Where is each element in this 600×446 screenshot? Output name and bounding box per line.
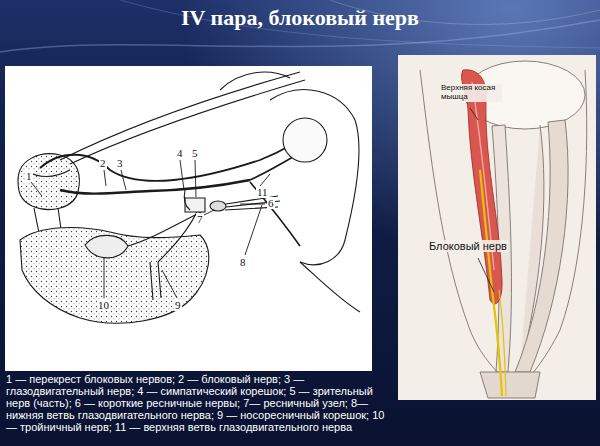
leader-line — [162, 270, 177, 298]
tendon-ring — [480, 372, 540, 398]
callout-number: 8 — [239, 256, 247, 268]
callout-number: 5 — [191, 147, 199, 159]
short-ciliary-nerves — [225, 196, 280, 210]
nasociliary-canal — [150, 262, 161, 300]
drawing-lines — [18, 72, 360, 323]
callout-number: 2 — [99, 157, 107, 169]
ciliary-ganglion — [210, 201, 226, 211]
trochlear-nerve — [480, 170, 502, 396]
skull-base — [20, 227, 209, 323]
muscle — [515, 120, 568, 372]
callout-number: 6 — [267, 197, 275, 209]
bone-outline — [220, 72, 360, 312]
callout-number: 4 — [176, 147, 184, 159]
leader-line — [104, 170, 106, 186]
part-label: Блоковый нерв — [428, 240, 508, 252]
callout-number: 1 — [25, 170, 33, 182]
trigeminal-branch — [128, 210, 205, 246]
optic-nerve-cut — [185, 198, 205, 212]
illustration-panel — [398, 55, 596, 400]
callout-number: 11 — [256, 186, 269, 198]
leader-line — [470, 108, 478, 120]
orbit-wall — [518, 70, 587, 388]
leader-line — [121, 170, 126, 190]
orbit-wall — [270, 90, 359, 265]
oculomotor-nerve — [60, 180, 250, 194]
leader-line — [31, 182, 42, 196]
part-label: Верхняя косая мышца — [440, 84, 502, 102]
eyeball — [283, 118, 327, 162]
leader-line — [478, 258, 494, 292]
slide-title: IV пара, блоковый нерв — [0, 5, 600, 31]
crossing-fibres — [60, 72, 305, 164]
drawing-panel — [5, 66, 372, 371]
trigeminal-ganglion — [85, 235, 128, 258]
leader-lines — [31, 160, 270, 298]
trochlear-nerve — [499, 290, 506, 396]
leader-line — [204, 210, 214, 215]
nasociliary-root — [158, 205, 200, 262]
orbit-wall — [420, 70, 505, 380]
figure-caption: 1 — перекрест блоковых нервов; 2 — блоко… — [6, 373, 398, 433]
midbrain-line — [28, 170, 70, 176]
oculomotor-inferior-branch — [250, 182, 300, 246]
orbit-structures — [420, 61, 587, 398]
callout-number: 3 — [116, 157, 124, 169]
callout-number: 10 — [97, 299, 110, 311]
leader-line — [195, 160, 196, 197]
leader-line — [180, 160, 184, 190]
callout-number: 7 — [196, 213, 204, 225]
trochlear-nerve — [40, 128, 318, 181]
callout-number: 9 — [174, 299, 182, 311]
sympathetic-root — [184, 190, 190, 210]
leader-line — [240, 204, 265, 205]
leader-line — [104, 258, 105, 298]
leader-line — [260, 174, 270, 186]
leader-line — [245, 205, 262, 255]
